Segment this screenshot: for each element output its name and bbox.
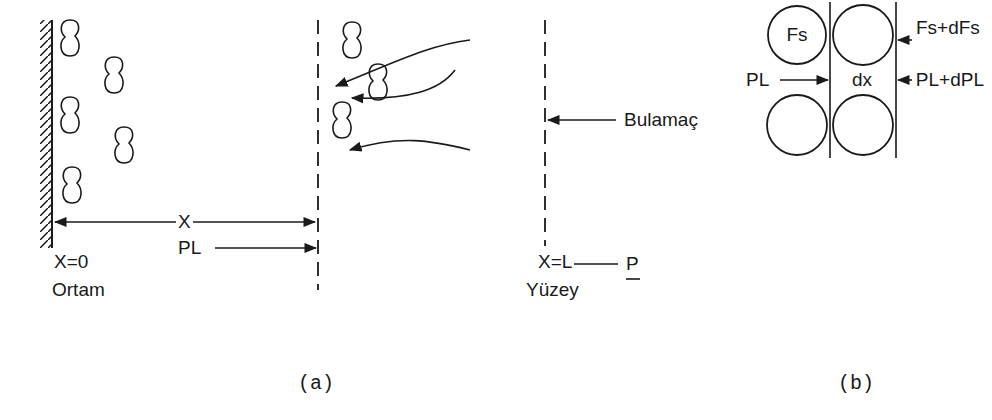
underline bbox=[626, 278, 640, 280]
particles bbox=[61, 20, 387, 203]
flow-arrows bbox=[336, 40, 470, 150]
force-arrow bbox=[898, 39, 912, 41]
leader-line bbox=[548, 119, 616, 121]
dimension-label: dx bbox=[850, 68, 874, 92]
region-label: Ortam bbox=[50, 278, 107, 302]
film-boundary bbox=[317, 20, 319, 290]
region-label: Yüzey bbox=[524, 278, 581, 302]
surface-boundary bbox=[544, 20, 546, 246]
force-label: Fs bbox=[786, 24, 807, 46]
dimension-label: X bbox=[176, 210, 193, 234]
wall-line bbox=[51, 20, 53, 248]
particle-circle bbox=[833, 5, 893, 65]
panel-label: (a) bbox=[296, 372, 336, 396]
wall-hatching bbox=[40, 20, 52, 248]
pressure-label: P bbox=[624, 252, 641, 276]
force-arrow bbox=[898, 79, 912, 81]
force-label: Fs+dFs bbox=[914, 16, 982, 40]
particle-circle: Fs bbox=[767, 5, 827, 65]
particle-circle bbox=[767, 95, 827, 155]
position-label: X=L bbox=[536, 250, 574, 274]
position-label: X=0 bbox=[52, 250, 90, 274]
pressure-label: PL bbox=[744, 68, 771, 92]
slice-line bbox=[895, 2, 897, 158]
pressure-label: PL+dPL bbox=[914, 68, 986, 92]
pressure-arrow bbox=[215, 247, 316, 249]
slice-line bbox=[829, 2, 831, 158]
region-label: Bulamaç bbox=[622, 108, 700, 132]
panel-label: (b) bbox=[836, 372, 876, 396]
force-arrow bbox=[780, 79, 828, 81]
particle-circle bbox=[833, 95, 893, 155]
pressure-label: PL bbox=[176, 236, 203, 260]
